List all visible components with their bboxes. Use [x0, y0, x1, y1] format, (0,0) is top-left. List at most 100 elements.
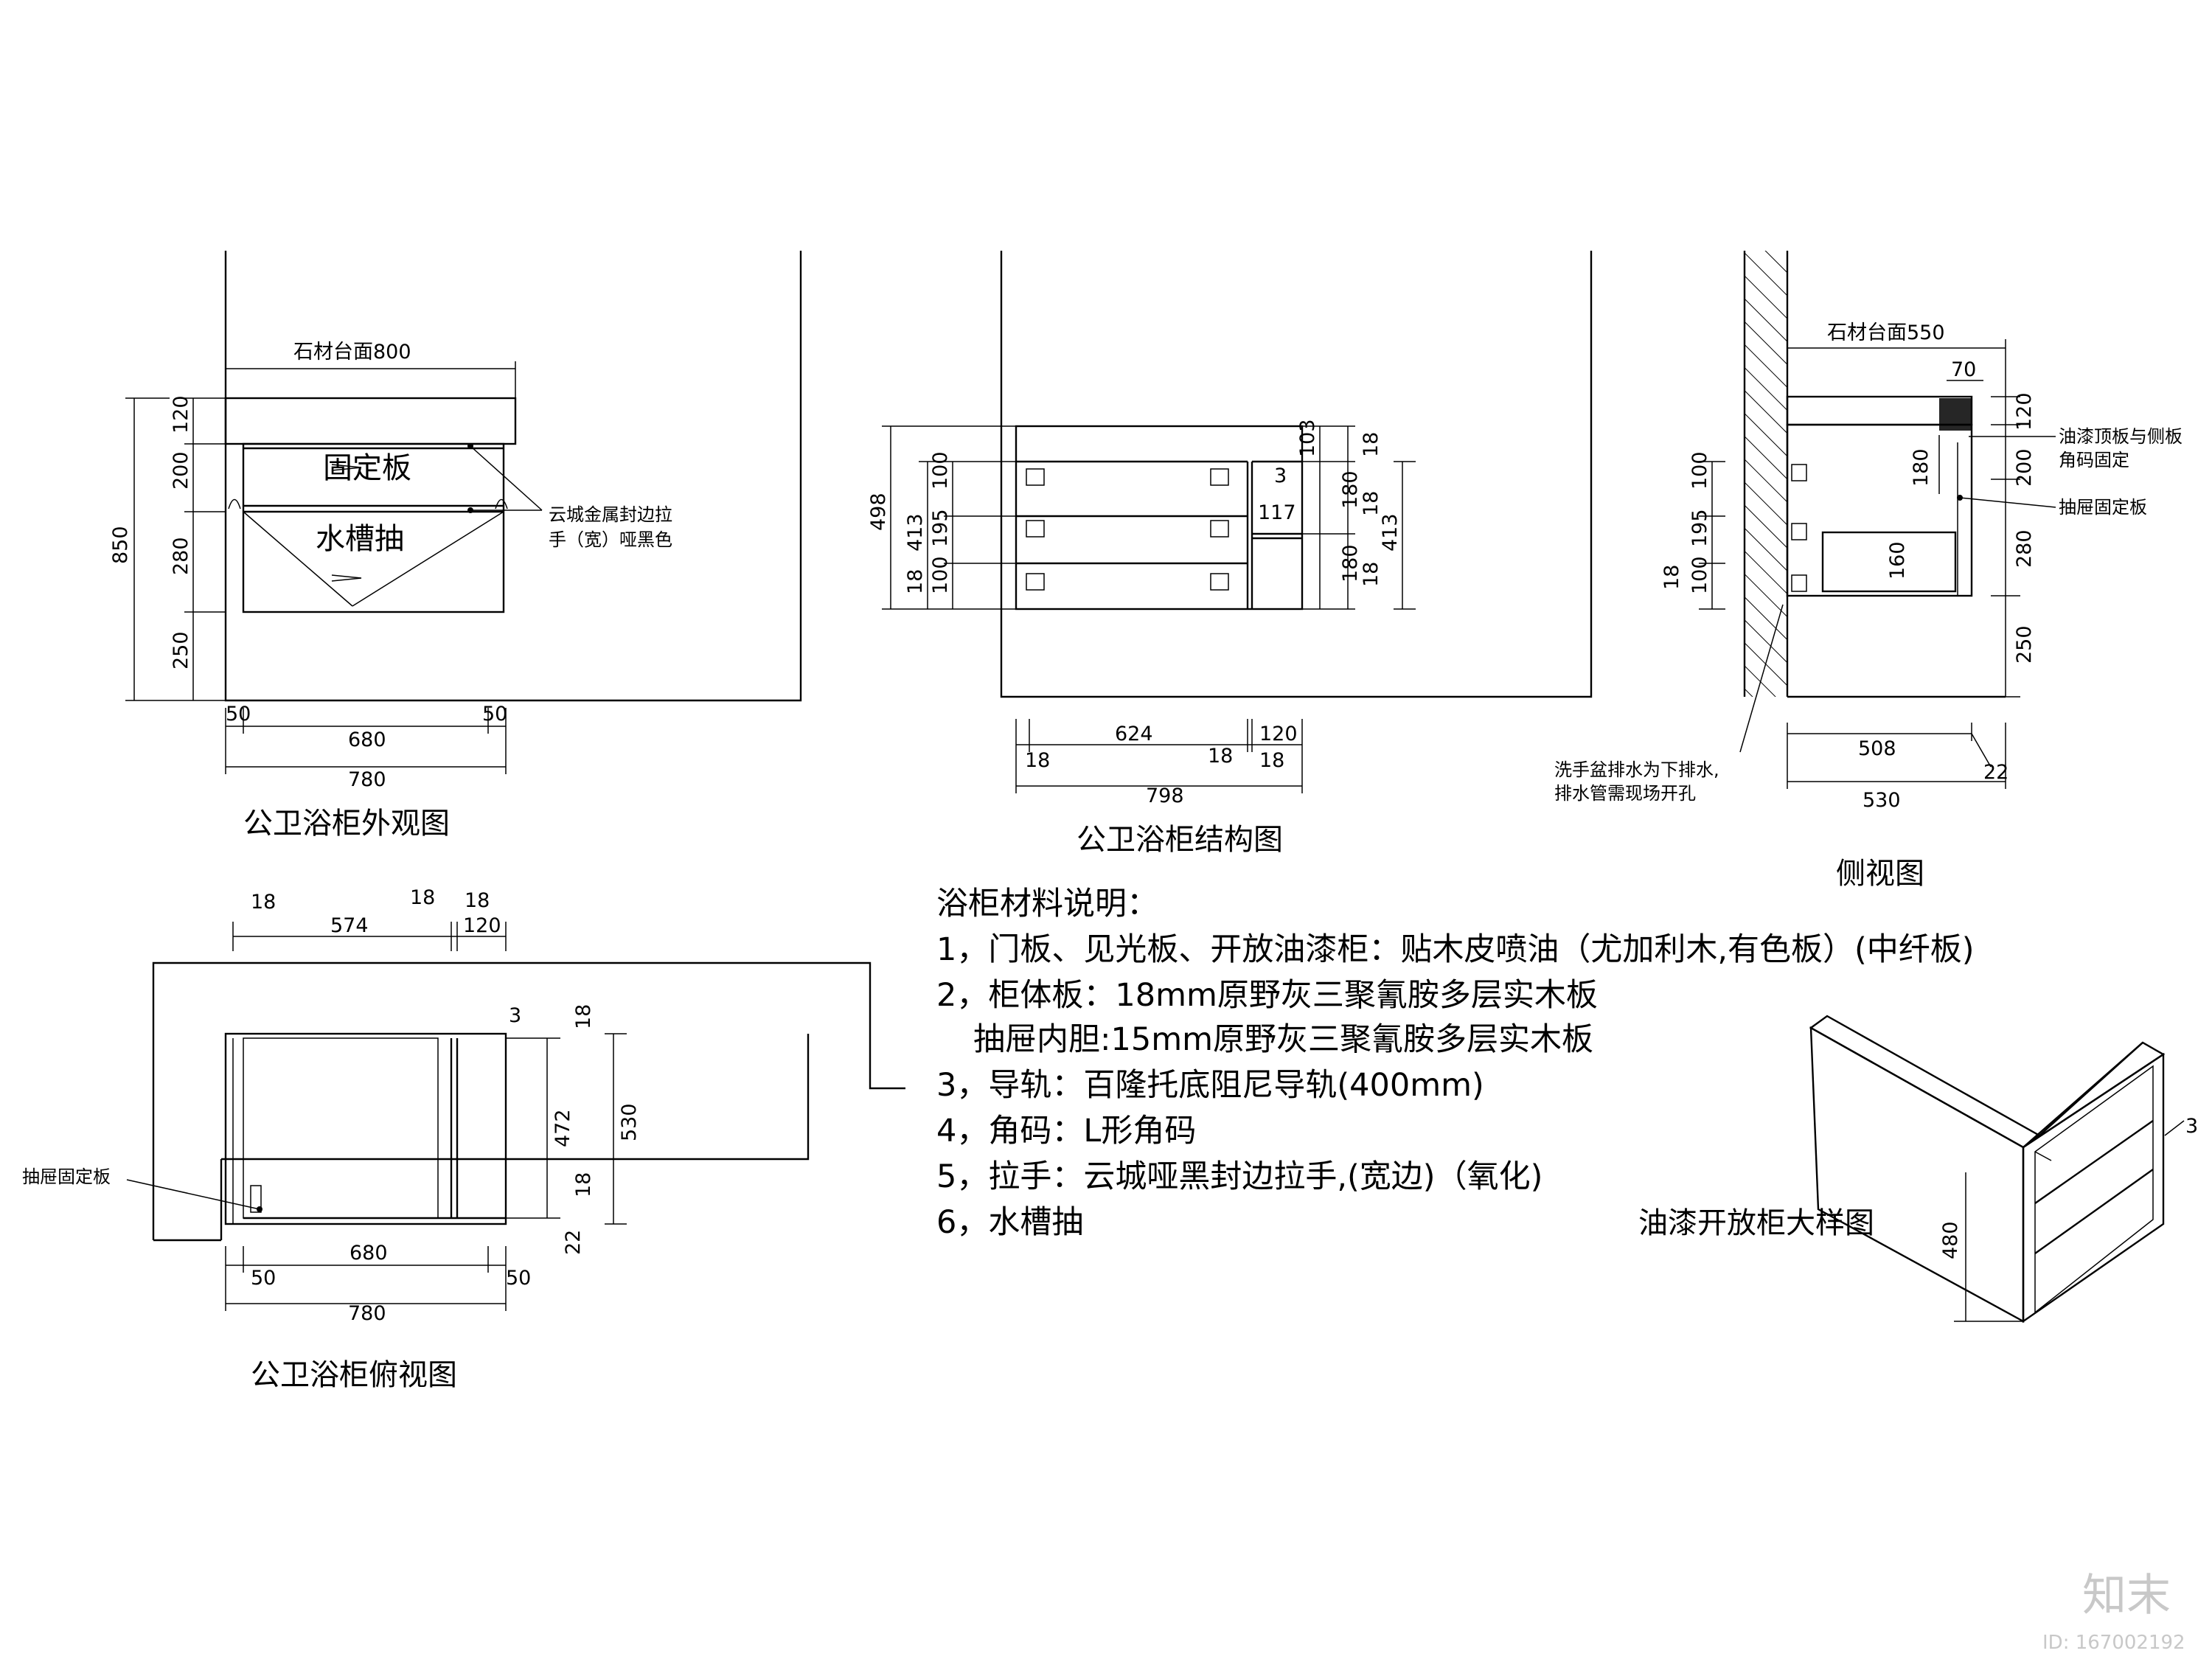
dim-side-250: 250: [2013, 625, 2036, 664]
top-cabinet: [224, 1032, 507, 1225]
structure-view: 498 413 18 100 195 100 3 117 103 18 180 …: [867, 251, 1593, 857]
material-item-2b: 抽屉内胆:15mm原野灰三聚氰胺多层实木板: [973, 1021, 1593, 1058]
materials-heading: 浴柜材料说明：: [936, 886, 1158, 922]
dim-250: 250: [170, 631, 192, 669]
dim-b120: 120: [1259, 723, 1298, 745]
top-wall-outline: [152, 961, 905, 1240]
dim-b18-c: 18: [1259, 749, 1284, 772]
side-note-drain-1: 洗手盆排水为下排水,: [1554, 759, 1719, 780]
side-cabinet: [1786, 423, 1973, 597]
dim-50-right: 50: [482, 703, 507, 726]
arrow-icon: [331, 464, 362, 582]
dim-120: 120: [170, 395, 192, 434]
side-view: 石材台面550 70 油漆顶板与侧板 角码固定 抽屉固定板 120 200 28…: [1554, 251, 2183, 891]
dim-18-left: 18: [904, 569, 927, 594]
dim-280: 280: [170, 537, 192, 575]
side-note-drawer: 抽屉固定板: [2059, 497, 2147, 518]
side-note-drain-2: 排水管需现场开孔: [1554, 783, 1696, 804]
dim-oc-3: 3: [2185, 1115, 2198, 1138]
top-view: 抽屉固定板 18 574 18 18 120 3 18 472 530 18 2…: [22, 886, 905, 1392]
exterior-view: 石材台面800 固定板 水槽抽 云城金属封边拉 手（宽）哑黑色 850 120 …: [109, 251, 802, 841]
side-countertop-label: 石材台面550: [1827, 321, 1945, 344]
structure-title: 公卫浴柜结构图: [1077, 823, 1283, 857]
dim-18-r3: 18: [1360, 562, 1382, 587]
dim-top-r3: 3: [509, 1004, 521, 1027]
dim-195: 195: [929, 509, 952, 547]
watermark-id: ID: 167002192: [2042, 1632, 2185, 1654]
cabinet-body: [242, 442, 505, 613]
open-cabinet-title: 油漆开放柜大样图: [1638, 1206, 1874, 1240]
dim-798: 798: [1146, 785, 1184, 807]
dim-508: 508: [1858, 737, 1896, 760]
side-note-top-2: 角码固定: [2059, 450, 2129, 470]
structure-cabinet: [1015, 425, 1304, 611]
dim-top-50b: 50: [506, 1267, 531, 1290]
dim-top-780: 780: [348, 1302, 386, 1325]
dim-side-l195: 195: [1688, 509, 1711, 547]
dim-50-left: 50: [226, 703, 251, 726]
dim-top-680: 680: [349, 1242, 388, 1265]
wall-outline: [224, 251, 802, 702]
dim-side-160: 160: [1886, 541, 1909, 580]
dim-side-530: 530: [1863, 789, 1901, 812]
dim-side-200: 200: [2013, 448, 2036, 487]
dim-t120: 120: [463, 914, 501, 937]
dim-top-r18b: 18: [572, 1172, 595, 1197]
dim-b18-a: 18: [1025, 749, 1050, 772]
dim-side-120: 120: [2013, 392, 2036, 431]
hinge-icons: [1026, 468, 1229, 591]
dim-200: 200: [170, 451, 192, 490]
dim-18-r2: 18: [1360, 491, 1382, 516]
top-title: 公卫浴柜俯视图: [251, 1358, 457, 1392]
dim-side-l18: 18: [1660, 565, 1683, 590]
dim-top-r18a: 18: [572, 1004, 595, 1029]
drawer-diagonal-left: [243, 511, 353, 607]
exterior-title: 公卫浴柜外观图: [243, 807, 450, 841]
countertop-label: 石材台面800: [293, 341, 411, 364]
dim-472: 472: [552, 1109, 574, 1147]
dim-t18c: 18: [465, 889, 490, 912]
dim-70: 70: [1951, 358, 1976, 381]
dim-680: 680: [348, 728, 386, 751]
side-drawer: [1821, 531, 1957, 593]
dim-t18b: 18: [410, 886, 435, 909]
dim-100-top: 100: [929, 451, 952, 490]
side-title: 侧视图: [1836, 857, 1924, 891]
dim-top-530: 530: [618, 1103, 641, 1141]
dim-18-r1: 18: [1360, 432, 1382, 457]
dim-3: 3: [1274, 465, 1287, 487]
dim-413-left: 413: [904, 513, 927, 552]
handle-icon: [228, 498, 508, 509]
dim-574: 574: [330, 914, 369, 937]
wall-hatch: [1745, 251, 1787, 697]
dim-117: 117: [1258, 501, 1296, 524]
dim-top-r22: 22: [562, 1230, 585, 1255]
dim-side-l100a: 100: [1688, 451, 1711, 490]
side-note-top-1: 油漆顶板与侧板: [2059, 426, 2183, 447]
dim-624: 624: [1115, 723, 1153, 745]
materials-notes: 浴柜材料说明： 1，门板、见光板、开放油漆柜：贴木皮喷油（尤加利木,有色板）(中…: [936, 886, 1975, 1241]
dim-t18a: 18: [251, 891, 276, 914]
dim-850: 850: [109, 526, 132, 564]
open-cabinet-detail: 3 480 油漆开放柜大样图: [1638, 1015, 2198, 1324]
dim-413-right: 413: [1379, 513, 1402, 552]
dim-180-a: 180: [1339, 470, 1362, 509]
dim-498: 498: [867, 493, 890, 531]
watermark: 知末 ID: 167002192: [2042, 1570, 2185, 1654]
dim-side-180: 180: [1910, 448, 1933, 487]
watermark-logo: 知末: [2082, 1570, 2171, 1621]
material-item-3: 3，导轨：百隆托底阻尼导轨(400mm): [936, 1067, 1484, 1104]
fixed-panel-label: 固定板: [323, 451, 411, 485]
dim-780: 780: [348, 768, 386, 791]
material-item-2: 2，柜体板：18mm原野灰三聚氰胺多层实木板: [936, 977, 1598, 1014]
top-drawer-plate-label: 抽屉固定板: [22, 1166, 111, 1187]
dim-side-22: 22: [1983, 761, 2008, 784]
handle-note-1: 云城金属封边拉: [549, 504, 672, 525]
dim-103: 103: [1296, 419, 1319, 457]
material-item-6: 6，水槽抽: [936, 1204, 1083, 1241]
material-item-5: 5，拉手：云城哑黑封边拉手,(宽边)（氧化): [936, 1158, 1543, 1195]
dim-180-b: 180: [1339, 544, 1362, 582]
countertop: [224, 397, 517, 445]
dim-top-50a: 50: [251, 1267, 276, 1290]
